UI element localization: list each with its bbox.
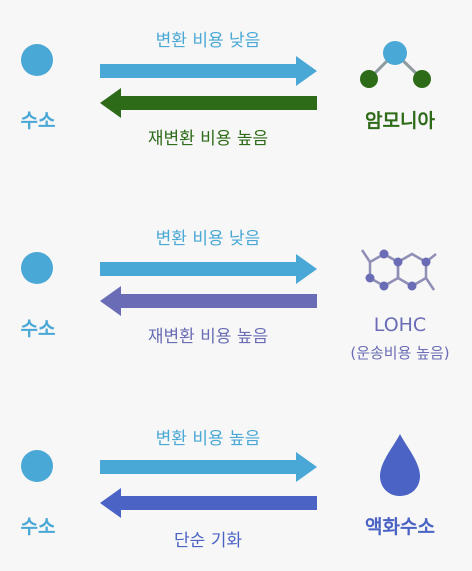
backward-caption: 단순 기화 — [174, 531, 242, 551]
source-label: 수소 — [20, 110, 56, 132]
forward-caption: 변환 비용 높음 — [155, 429, 261, 449]
ammonia-molecule-icon — [360, 41, 431, 88]
forward-arrow — [100, 254, 317, 284]
conversion-arrows — [100, 56, 317, 118]
conversion-row-ammonia: 수소 변환 비용 낮음 재변환 비용 높음 암모니아 — [0, 0, 472, 190]
forward-caption: 변환 비용 낮음 — [155, 31, 261, 51]
conversion-arrows — [100, 254, 317, 316]
hydrogen-dot-icon — [21, 450, 53, 482]
conversion-row-lohc: 수소 변환 비용 낮음 재변환 비용 높음 LOHC (운송비용 높음) — [0, 190, 472, 380]
target-label: 암모니아 — [365, 110, 435, 132]
target-sublabel: (운송비용 높음) — [350, 344, 450, 362]
target-label: LOHC — [373, 314, 427, 336]
forward-arrow — [100, 56, 317, 86]
backward-caption: 재변환 비용 높음 — [147, 327, 269, 347]
hydrogen-dot-icon — [21, 44, 53, 76]
backward-arrow — [100, 88, 317, 118]
forward-caption: 변환 비용 낮음 — [155, 229, 261, 249]
backward-caption: 재변환 비용 높음 — [147, 129, 269, 149]
source-label: 수소 — [20, 516, 56, 538]
target-label: 액화수소 — [365, 516, 435, 538]
hydrogen-dot-icon — [21, 252, 53, 284]
liquid-drop-icon — [380, 434, 420, 496]
conversion-arrows — [100, 452, 317, 518]
forward-arrow — [100, 452, 317, 482]
conversion-row-liquid: 수소 변환 비용 높음 단순 기화 액화수소 — [0, 380, 472, 570]
source-label: 수소 — [20, 318, 56, 340]
backward-arrow — [100, 488, 317, 518]
backward-arrow — [100, 286, 317, 316]
lohc-molecule-icon — [360, 249, 437, 291]
